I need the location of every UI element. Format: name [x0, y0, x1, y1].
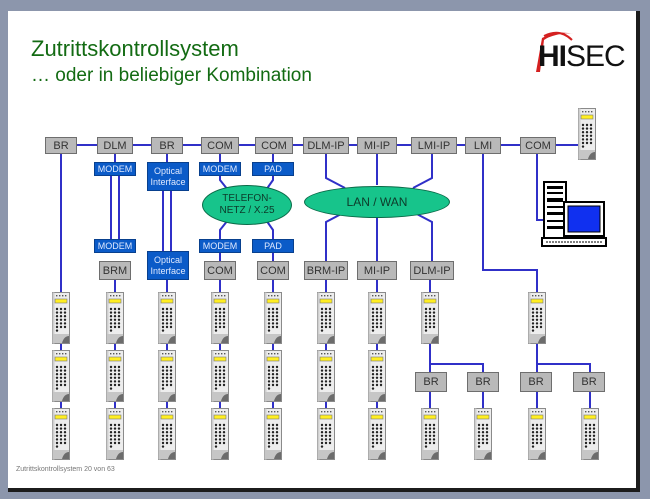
card-reader-icon	[368, 408, 386, 460]
modem-lower-1: MODEM	[94, 239, 136, 253]
connection-line	[412, 152, 433, 189]
card-reader-icon	[581, 408, 599, 460]
pad-upper: PAD	[252, 162, 294, 176]
remote-node-mi-ip: MI-IP	[357, 261, 397, 280]
bus-node-lmi: LMI	[465, 137, 501, 154]
branch-node-br: BR	[520, 372, 552, 392]
card-reader-icon	[158, 292, 176, 344]
modem-upper-2: MODEM	[199, 162, 241, 176]
card-reader-icon	[578, 108, 596, 160]
telefon-netz-network: TELEFON- NETZ / X.25	[202, 185, 292, 225]
slide-title: Zutrittskontrollsystem	[31, 36, 239, 61]
bus-node-br: BR	[45, 137, 77, 154]
card-reader-icon	[106, 408, 124, 460]
card-reader-icon	[106, 292, 124, 344]
remote-node-com: COM	[204, 261, 236, 280]
bus-node-com: COM	[255, 137, 293, 154]
card-reader-icon	[106, 350, 124, 402]
card-reader-icon	[264, 350, 282, 402]
card-reader-icon	[528, 292, 546, 344]
bus-node-com: COM	[201, 137, 239, 154]
card-reader-icon	[317, 292, 335, 344]
card-reader-icon	[368, 292, 386, 344]
connection-line	[429, 344, 484, 372]
card-reader-icon	[211, 292, 229, 344]
card-reader-icon	[264, 292, 282, 344]
remote-node-com: COM	[257, 261, 289, 280]
card-reader-icon	[52, 292, 70, 344]
card-reader-icon	[158, 350, 176, 402]
connection-line	[325, 152, 346, 189]
hisec-logo: HISEC	[526, 26, 626, 78]
branch-node-br: BR	[573, 372, 605, 392]
connection-line	[219, 219, 229, 240]
logo-text: HISEC	[538, 40, 626, 74]
workstation-icon	[540, 180, 610, 253]
card-reader-icon	[528, 408, 546, 460]
connection-line	[482, 152, 538, 292]
remote-node-dlm-ip: DLM-IP	[410, 261, 454, 280]
modem-upper-1: MODEM	[94, 162, 136, 176]
bus-node-lmi-ip: LMI-IP	[411, 137, 457, 154]
eagle-icon	[536, 31, 574, 72]
branch-node-br: BR	[467, 372, 499, 392]
optical-interface-upper: Optical Interface	[147, 162, 189, 191]
connection-line	[265, 219, 274, 240]
optical-interface-lower: Optical Interface	[147, 251, 189, 280]
remote-node-brm: BRM	[99, 261, 131, 280]
card-reader-icon	[52, 350, 70, 402]
card-reader-icon	[368, 350, 386, 402]
slide-footer: Zutrittskontrollsystem 20 von 63	[16, 466, 115, 473]
remote-node-brm-ip: BRM-IP	[304, 261, 348, 280]
pad-lower: PAD	[252, 239, 294, 253]
lan-wan-network: LAN / WAN	[304, 186, 450, 218]
bus-node-com: COM	[520, 137, 556, 154]
connection-line	[536, 344, 591, 372]
card-reader-icon	[264, 408, 282, 460]
card-reader-icon	[52, 408, 70, 460]
branch-node-br: BR	[415, 372, 447, 392]
bus-node-br: BR	[151, 137, 183, 154]
card-reader-icon	[421, 408, 439, 460]
card-reader-icon	[317, 350, 335, 402]
connection-line	[325, 211, 346, 262]
logo-sec: SEC	[566, 40, 626, 73]
slide-subtitle: … oder in beliebiger Kombination	[31, 65, 312, 86]
bus-node-dlm-ip: DLM-IP	[303, 137, 349, 154]
connection-line	[412, 211, 433, 262]
bus-node-dlm: DLM	[97, 137, 133, 154]
card-reader-icon	[421, 292, 439, 344]
modem-lower-2: MODEM	[199, 239, 241, 253]
logo-hi: HI	[538, 40, 567, 73]
bus-node-mi-ip: MI-IP	[357, 137, 397, 154]
card-reader-icon	[158, 408, 176, 460]
card-reader-icon	[211, 408, 229, 460]
card-reader-icon	[317, 408, 335, 460]
card-reader-icon	[211, 350, 229, 402]
card-reader-icon	[474, 408, 492, 460]
